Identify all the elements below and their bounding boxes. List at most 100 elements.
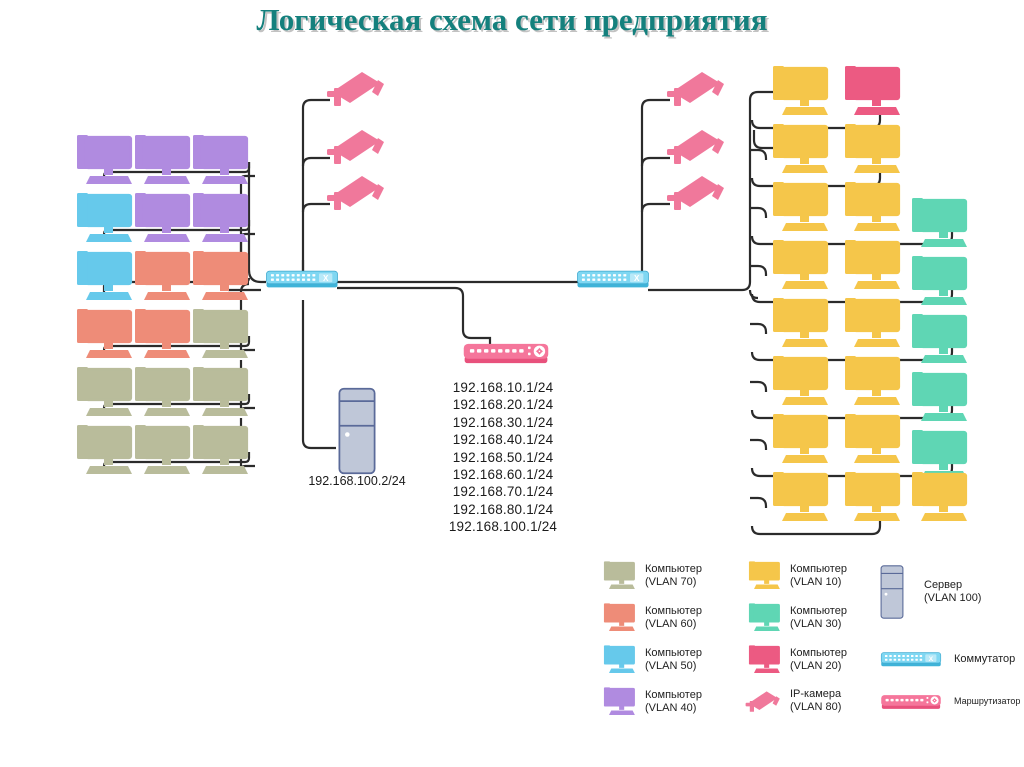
computer-icon[interactable]: [910, 470, 969, 523]
router-ip-list: 192.168.10.1/24 192.168.20.1/24 192.168.…: [418, 379, 588, 536]
computer-icon[interactable]: [771, 122, 830, 175]
camera-icon[interactable]: [667, 72, 724, 106]
camera-icon[interactable]: [327, 130, 384, 164]
computer-icon[interactable]: [910, 254, 969, 307]
computer-icon[interactable]: [771, 354, 830, 407]
computer-icon[interactable]: [771, 470, 830, 523]
legend-sublabel: (VLAN 20): [790, 660, 842, 672]
legend-label: Сервер: [924, 578, 963, 591]
computer-icon: [600, 644, 636, 676]
legend-sublabel: (VLAN 60): [645, 618, 697, 630]
computer-icon[interactable]: [75, 133, 134, 186]
switch-icon: [880, 650, 942, 670]
computer-icon[interactable]: [910, 428, 969, 481]
computer-icon[interactable]: [843, 470, 902, 523]
computer-icon[interactable]: [910, 196, 969, 249]
camera-icon[interactable]: [327, 72, 384, 106]
legend-sublabel: (VLAN 80): [790, 701, 842, 713]
router-ip: 192.168.70.1/24: [452, 484, 554, 500]
left-cluster-cameras: [327, 72, 384, 210]
legend-item-vlan30: Компьютер(VLAN 30): [745, 602, 847, 634]
computer-icon[interactable]: [191, 423, 250, 476]
computer-icon[interactable]: [910, 312, 969, 365]
legend-sublabel: (VLAN 50): [645, 660, 697, 672]
legend-label: Компьютер: [790, 562, 847, 575]
legend-label: Компьютер: [645, 604, 702, 617]
legend: Компьютер(VLAN 70) Компьютер(VLAN 60) Ко…: [600, 556, 1024, 736]
legend-label: Коммутатор: [954, 653, 1016, 666]
legend-label: Компьютер: [790, 646, 847, 659]
computer-icon[interactable]: [191, 249, 250, 302]
legend-item-vlan40: Компьютер(VLAN 40): [600, 686, 702, 718]
camera-icon: [745, 686, 781, 716]
router-icon[interactable]: [463, 343, 549, 364]
legend-sublabel: (VLAN 70): [645, 576, 697, 588]
legend-label: Компьютер: [645, 562, 702, 575]
router-ip: 192.168.30.1/24: [452, 414, 554, 430]
computer-icon[interactable]: [133, 423, 192, 476]
computer-icon: [600, 602, 636, 634]
legend-item-switch: Коммутатор: [880, 650, 1015, 670]
computer-icon[interactable]: [771, 412, 830, 465]
computer-icon[interactable]: [75, 307, 134, 360]
router-ip: 192.168.40.1/24: [452, 432, 554, 448]
computer-icon[interactable]: [191, 365, 250, 418]
network-cables: [102, 90, 954, 536]
server-icon[interactable]: [338, 387, 376, 475]
camera-icon[interactable]: [667, 130, 724, 164]
switch-icon-left[interactable]: [266, 270, 338, 288]
computer-icon[interactable]: [843, 64, 902, 117]
computer-icon[interactable]: [910, 370, 969, 423]
computer-icon[interactable]: [771, 296, 830, 349]
switch-icon-right[interactable]: [577, 270, 649, 288]
computer-icon[interactable]: [843, 238, 902, 291]
computer-icon[interactable]: [191, 191, 250, 244]
computer-icon[interactable]: [75, 423, 134, 476]
computer-icon[interactable]: [75, 249, 134, 302]
computer-icon: [745, 602, 781, 634]
server-icon: [880, 564, 904, 620]
legend-sublabel: (VLAN 30): [790, 618, 842, 630]
camera-icon[interactable]: [667, 176, 724, 210]
computer-icon[interactable]: [843, 354, 902, 407]
legend-item-vlan10: Компьютер(VLAN 10): [745, 560, 847, 592]
computer-icon: [745, 644, 781, 676]
router-ip: 192.168.20.1/24: [452, 397, 554, 413]
computer-icon[interactable]: [133, 307, 192, 360]
computer-icon[interactable]: [771, 180, 830, 233]
legend-label: Маршрутизатор: [954, 696, 1021, 707]
computer-icon[interactable]: [843, 122, 902, 175]
computer-icon: [600, 560, 636, 592]
right-cluster-cameras: [667, 72, 724, 210]
computer-icon[interactable]: [133, 249, 192, 302]
computer-icon[interactable]: [191, 307, 250, 360]
legend-item-vlan50: Компьютер(VLAN 50): [600, 644, 702, 676]
legend-item-router: Маршрутизатор: [880, 692, 1020, 712]
computer-icon[interactable]: [843, 180, 902, 233]
computer-icon[interactable]: [133, 365, 192, 418]
legend-label: Компьютер: [790, 604, 847, 617]
computer-icon[interactable]: [771, 64, 830, 117]
computer-icon[interactable]: [133, 191, 192, 244]
legend-sublabel: (VLAN 40): [645, 702, 697, 714]
router-ip: 192.168.100.1/24: [448, 519, 558, 535]
computer-icon[interactable]: [75, 191, 134, 244]
legend-label: IP-камера: [790, 687, 842, 700]
camera-icon[interactable]: [327, 176, 384, 210]
legend-label: Компьютер: [645, 688, 702, 701]
computer-icon[interactable]: [133, 133, 192, 186]
router-ip: 192.168.10.1/24: [452, 380, 554, 395]
router-ip: 192.168.60.1/24: [452, 467, 554, 483]
legend-sublabel: (VLAN 100): [924, 592, 982, 604]
computer-icon[interactable]: [843, 412, 902, 465]
left-cluster-computers: [75, 133, 250, 476]
page-title: Логическая схема сети предприятия: [256, 2, 768, 37]
computer-icon[interactable]: [191, 133, 250, 186]
computer-icon: [745, 560, 781, 592]
computer-icon[interactable]: [843, 296, 902, 349]
computer-icon[interactable]: [75, 365, 134, 418]
computer-icon[interactable]: [771, 238, 830, 291]
legend-item-server: Сервер(VLAN 100): [880, 564, 981, 620]
